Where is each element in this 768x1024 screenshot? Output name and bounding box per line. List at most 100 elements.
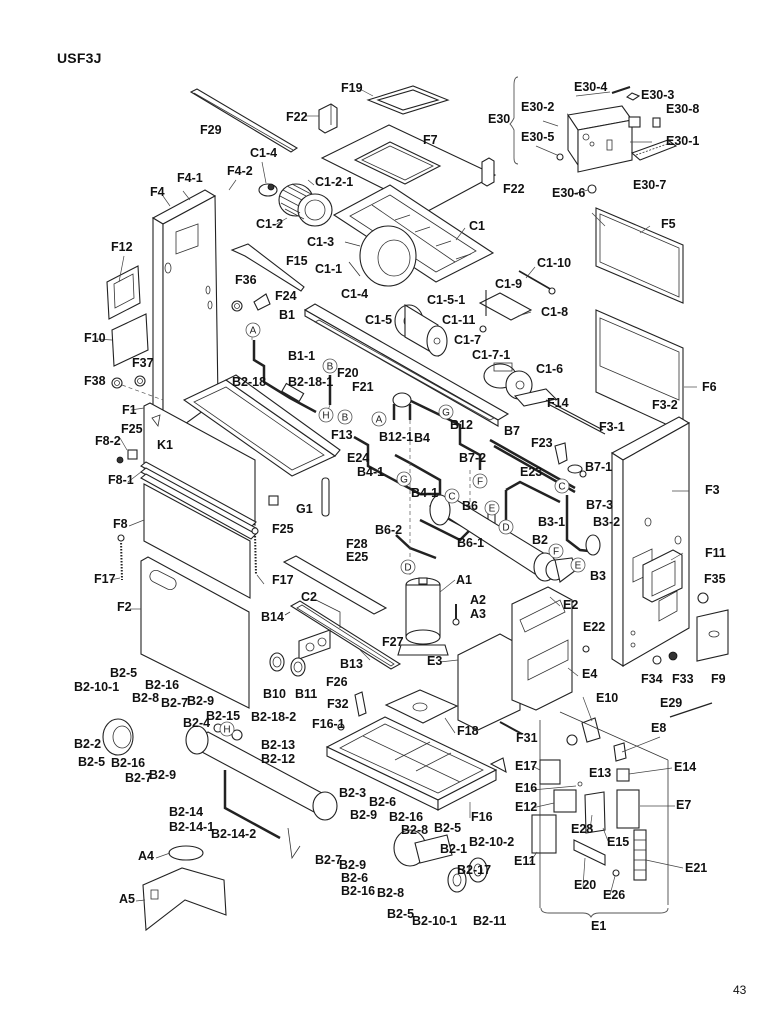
part-label-b2-7: B2-7: [161, 696, 188, 710]
part-label-b3-2: B3-2: [593, 515, 620, 529]
part-motor-mount: [478, 270, 556, 333]
part-f12-plate: [106, 265, 141, 320]
part-label-f10: F10: [84, 331, 106, 345]
part-label-e30-5: E30-5: [521, 130, 554, 144]
part-label-f4-2: F4-2: [227, 164, 253, 178]
part-label-f8: F8: [113, 517, 128, 531]
part-label-b7-2: B7-2: [459, 451, 486, 465]
part-label-f28: F28: [346, 537, 368, 551]
reference-circle: [472, 473, 488, 489]
part-f15-bracket: [230, 243, 305, 292]
part-label-f8-2: F8-2: [95, 434, 121, 448]
part-label-c1-5-1: C1-5-1: [427, 293, 465, 307]
part-label-e13: E13: [589, 766, 611, 780]
reference-marker-g: G: [396, 471, 412, 487]
part-label-b2-6: B2-6: [341, 871, 368, 885]
part-f1-front-panel: [143, 402, 256, 526]
part-label-b2-9: B2-9: [149, 768, 176, 782]
part-f32: [354, 691, 367, 717]
part-f24: [253, 293, 271, 311]
reference-letter: A: [250, 326, 257, 337]
part-label-b2-8: B2-8: [132, 691, 159, 705]
part-label-c1-4: C1-4: [341, 287, 368, 301]
reference-letter: F: [553, 547, 559, 558]
part-label-b2-16: B2-16: [145, 678, 179, 692]
part-label-f17: F17: [94, 572, 116, 586]
part-label-b2-18-1: B2-18-1: [288, 375, 333, 389]
reference-marker-f: F: [472, 473, 488, 489]
reference-marker-b: B: [337, 409, 353, 425]
part-b1-duct: [303, 303, 510, 427]
part-label-c1-2: C1-2: [256, 217, 283, 231]
part-label-b2-17: B2-17: [457, 863, 491, 877]
part-label-e30-1: E30-1: [666, 134, 699, 148]
reference-letter: A: [376, 415, 383, 426]
part-label-b3-1: B3-1: [538, 515, 565, 529]
part-belt-drive: [394, 304, 448, 357]
part-label-f21: F21: [352, 380, 374, 394]
part-label-b2-5: B2-5: [78, 755, 105, 769]
part-label-b2-14-2: B2-14-2: [211, 827, 256, 841]
part-label-e16: E16: [515, 781, 537, 795]
reference-circle: [400, 559, 416, 575]
part-e30-control-box: [509, 76, 678, 194]
part-label-e3: E3: [427, 654, 442, 668]
part-label-e30-4: E30-4: [574, 80, 607, 94]
part-label-f12: F12: [111, 240, 133, 254]
part-label-f7: F7: [423, 133, 438, 147]
part-label-b2-3: B2-3: [339, 786, 366, 800]
part-label-c1-8: C1-8: [541, 305, 568, 319]
part-label-g1: G1: [296, 502, 313, 516]
part-label-a3: A3: [470, 607, 486, 621]
part-f29-rail: [189, 88, 299, 153]
part-label-f24: F24: [275, 289, 297, 303]
part-label-b2: B2: [532, 533, 548, 547]
part-label-b10: B10: [263, 687, 286, 701]
part-label-b2-5: B2-5: [387, 907, 414, 921]
part-label-f2: F2: [117, 600, 132, 614]
part-c1-6-motor: [483, 362, 533, 400]
reference-letter: E: [575, 561, 582, 572]
part-f10-plate: [111, 313, 149, 367]
part-label-b2-5: B2-5: [434, 821, 461, 835]
part-label-f13: F13: [331, 428, 353, 442]
reference-letter: H: [322, 411, 329, 422]
reference-marker-d: D: [498, 519, 514, 535]
part-label-f5: F5: [661, 217, 676, 231]
reference-letter: D: [404, 563, 411, 574]
reference-circle: [548, 543, 564, 559]
part-label-c1-9: C1-9: [495, 277, 522, 291]
part-label-b1: B1: [279, 308, 295, 322]
part-label-b11: B11: [295, 687, 317, 701]
reference-circle: [498, 519, 514, 535]
part-label-c1-2-1: C1-2-1: [315, 175, 353, 189]
part-label-b2-9: B2-9: [187, 694, 214, 708]
part-label-e4: E4: [582, 667, 597, 681]
part-f26-fittings: [269, 629, 331, 677]
illustration-shapes: [96, 76, 729, 932]
part-a3-washer: [452, 618, 460, 626]
part-label-b6-1: B6-1: [457, 536, 484, 550]
part-f3-right-frame: [610, 416, 691, 668]
part-label-e1: E1: [591, 919, 606, 933]
part-label-e28: E28: [571, 822, 593, 836]
part-e3-e4-housing: [457, 586, 573, 735]
part-a4-a5-bracket: [142, 845, 227, 932]
part-label-f34: F34: [641, 672, 663, 686]
reference-letter: C: [558, 482, 565, 493]
part-label-k1: K1: [157, 438, 173, 452]
reference-letter: B: [342, 413, 349, 424]
part-label-c1-4: C1-4: [250, 146, 277, 160]
part-a1-compressor: [397, 577, 449, 656]
reference-circle: [484, 500, 500, 516]
part-label-e25: E25: [346, 550, 368, 564]
part-label-e8: E8: [651, 721, 666, 735]
part-label-f26: F26: [326, 675, 348, 689]
part-label-b2-13: B2-13: [261, 738, 295, 752]
part-label-b13: B13: [340, 657, 363, 671]
part-label-f23: F23: [531, 436, 553, 450]
part-label-e26: E26: [603, 888, 625, 902]
part-label-e15: E15: [607, 835, 629, 849]
part-label-f15: F15: [286, 254, 308, 268]
